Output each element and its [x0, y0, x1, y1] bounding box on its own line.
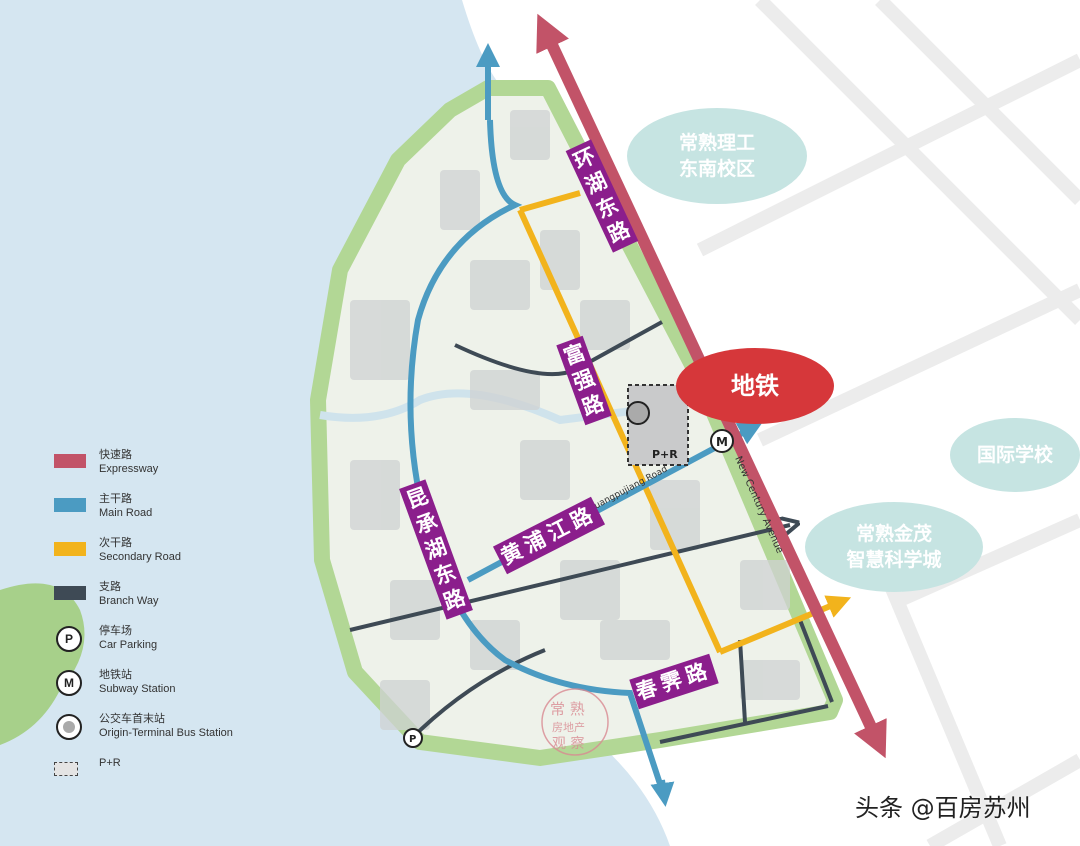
bus-station-icon [626, 401, 650, 425]
legend-label-zh: 地铁站 [99, 669, 132, 681]
building-block [470, 620, 520, 670]
legend-item: 快速路 Expressway [54, 448, 254, 492]
bubble-subway: 地铁 [676, 348, 834, 424]
legend-label-en: Expressway [99, 463, 159, 475]
building-block [510, 110, 550, 160]
legend-label-en: Secondary Road [99, 551, 181, 563]
legend-swatch [54, 586, 86, 600]
legend-item: M 地铁站 Subway Station [54, 668, 254, 712]
legend-label-zh: 次干路 [99, 537, 132, 549]
bubble-line: 常熟理工 [678, 132, 755, 154]
legend-parking-icon: P [56, 626, 82, 652]
legend-label: 主干路 Main Road [99, 492, 152, 520]
legend-label: 支路 Branch Way [99, 580, 159, 608]
legend-swatch [54, 542, 86, 556]
building-block [520, 440, 570, 500]
bubble-jinmao-science-city: 常熟金茂智慧科学城 [805, 502, 983, 592]
legend-item: P+R [54, 756, 254, 800]
legend-label-en: Subway Station [99, 683, 176, 695]
legend-label-en: Branch Way [99, 595, 159, 607]
building-block [440, 170, 480, 230]
legend-subway-icon: M [56, 670, 82, 696]
legend-label-zh: 主干路 [99, 493, 132, 505]
legend-p-r-icon [54, 762, 78, 776]
legend-item: 次干路 Secondary Road [54, 536, 254, 580]
subway-station-icon[interactable]: M [710, 429, 734, 453]
bubble-international-school: 国际学校 [950, 418, 1080, 492]
legend-label: P+R [99, 756, 121, 770]
svg-text:房地产: 房地产 [552, 720, 585, 734]
building-block [470, 260, 530, 310]
bubble-line: 智慧科学城 [846, 549, 942, 571]
legend-bus-station-icon [56, 714, 82, 740]
building-block [380, 680, 430, 730]
p-r-label: P+R [652, 448, 678, 461]
legend-label: 地铁站 Subway Station [99, 668, 175, 696]
legend-item: 支路 Branch Way [54, 580, 254, 624]
legend-label: 公交车首末站 Origin-Terminal Bus Station [99, 712, 233, 740]
legend-swatch [54, 498, 86, 512]
legend-label-zh: 支路 [99, 581, 121, 593]
legend-label-zh: 快速路 [99, 449, 132, 461]
legend-label-zh: P+R [99, 757, 121, 769]
building-block [470, 370, 540, 410]
bubble-cit-southeast-campus: 常熟理工东南校区 [627, 108, 807, 204]
legend-label: 次干路 Secondary Road [99, 536, 181, 564]
legend-label: 停车场 Car Parking [99, 624, 157, 652]
svg-text:M: M [716, 435, 728, 449]
legend-label-zh: 公交车首末站 [99, 713, 165, 725]
legend: 快速路 Expressway 主干路 Main Road 次干路 Secondary Ro… [54, 448, 254, 800]
svg-text:观 察: 观 察 [552, 735, 584, 752]
watermark: 头条 @百房苏州 [855, 794, 1031, 822]
legend-label-en: Origin-Terminal Bus Station [99, 727, 233, 739]
bubble-line: 国际学校 [976, 444, 1053, 466]
building-block [390, 580, 440, 640]
svg-text:P: P [409, 734, 416, 745]
legend-label-zh: 停车场 [99, 625, 132, 637]
bubble-line: 地铁 [731, 372, 779, 400]
building-block [350, 460, 400, 530]
building-block [740, 560, 790, 610]
building-block [600, 620, 670, 660]
building-block [350, 300, 410, 380]
stamp-logo: 常 熟 房地产 观 察 [541, 688, 609, 756]
svg-text:常 熟: 常 熟 [550, 700, 585, 718]
building-block [740, 660, 800, 700]
bubble-line: 东南校区 [678, 158, 755, 180]
legend-item: 公交车首末站 Origin-Terminal Bus Station [54, 712, 254, 756]
bubble-line: 常熟金茂 [855, 523, 932, 545]
building-block [540, 230, 580, 290]
legend-label-en: Main Road [99, 507, 153, 519]
green-shore [0, 583, 85, 745]
legend-swatch [54, 454, 86, 468]
legend-item: 主干路 Main Road [54, 492, 254, 536]
parking-icon[interactable]: P [403, 728, 423, 748]
legend-item: P 停车场 Car Parking [54, 624, 254, 668]
legend-label: 快速路 Expressway [99, 448, 158, 476]
legend-label-en: Car Parking [99, 639, 158, 651]
